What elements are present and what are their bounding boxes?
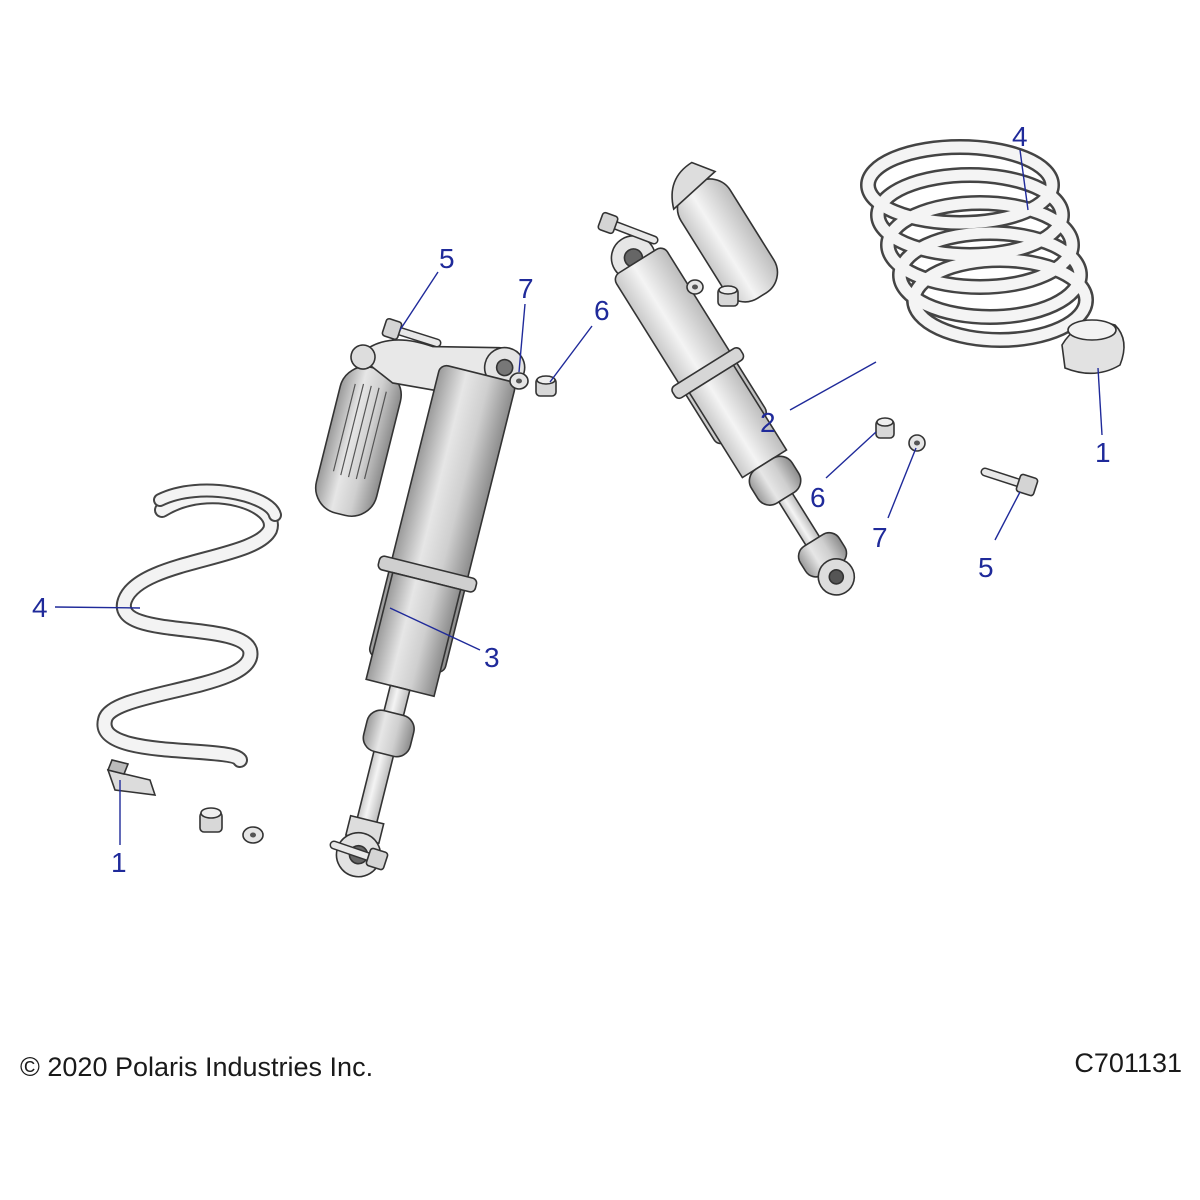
right-upper-nut (717, 285, 739, 307)
right-lower-bolt (980, 467, 1039, 497)
callout-4-right: 4 (1012, 121, 1029, 211)
callout-4-left: 4 (32, 592, 141, 623)
right-shock-assembly (610, 161, 856, 596)
right-upper-bolt (597, 211, 659, 245)
svg-text:1: 1 (1095, 437, 1111, 468)
right-spring-retainer (1061, 319, 1125, 375)
svg-text:4: 4 (1012, 121, 1028, 152)
left-upper-washer (509, 372, 529, 390)
right-lower-nut (875, 417, 895, 439)
callout-5-left: 5 (399, 243, 455, 331)
callout-7-right: 7 (872, 447, 917, 553)
callout-7-left: 7 (518, 273, 534, 373)
callout-2: 2 (760, 361, 877, 438)
left-lower-washer (242, 826, 264, 844)
callout-1-right: 1 (1095, 367, 1111, 468)
callout-6-left: 6 (549, 295, 610, 383)
svg-text:4: 4 (32, 592, 48, 623)
svg-text:3: 3 (484, 642, 500, 673)
left-shaft (353, 684, 411, 837)
callout-1-left: 1 (111, 780, 127, 878)
left-spring (96, 483, 282, 768)
svg-text:5: 5 (978, 552, 994, 583)
svg-text:7: 7 (518, 273, 534, 304)
callout-6-right: 6 (810, 431, 877, 513)
svg-text:6: 6 (810, 482, 826, 513)
left-reservoir (314, 365, 402, 517)
callout-3: 3 (389, 607, 500, 673)
svg-text:1: 1 (111, 847, 127, 878)
left-lower-nut (199, 807, 223, 833)
svg-text:7: 7 (872, 522, 888, 553)
svg-text:2: 2 (760, 407, 776, 438)
callout-5-right: 5 (978, 491, 1021, 583)
copyright-notice: © 2020 Polaris Industries Inc. (20, 1052, 374, 1082)
left-bump-stop (362, 709, 415, 758)
left-upper-bolt (381, 317, 442, 348)
right-lower-washer (908, 434, 926, 452)
right-spring (860, 139, 1094, 348)
left-spring-retainer (106, 759, 157, 796)
right-upper-washer (686, 279, 704, 295)
figure-id: C701131 (1074, 1048, 1182, 1078)
svg-text:6: 6 (594, 295, 610, 326)
left-lower-bolt (329, 840, 389, 871)
left-shock-assembly (314, 339, 526, 878)
svg-text:5: 5 (439, 243, 455, 274)
